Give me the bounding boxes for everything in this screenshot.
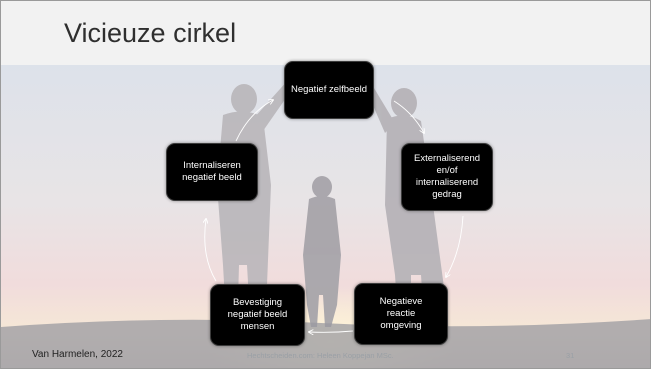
node-negatieve-reactie: Negatieve reactie omgeving: [354, 283, 448, 345]
silhouette-child: [303, 176, 341, 327]
node-externaliserend-gedrag: Externaliserend en/of internaliserend ge…: [401, 143, 493, 211]
node-internaliseren-negatief-beeld: Internaliseren negatief beeld: [166, 143, 258, 201]
node-bevestiging-negatief-beeld: Bevestiging negatief beeld mensen: [210, 284, 305, 346]
footer-credit: Hechtscheiden.com: Heleen Koppejan MSc.: [247, 351, 394, 360]
title-bar: Vicieuze cirkel: [1, 1, 650, 63]
slide-title: Vicieuze cirkel: [64, 18, 237, 48]
page-number: 31: [566, 351, 575, 360]
node-negatief-zelfbeeld: Negatief zelfbeeld: [284, 61, 374, 119]
ground: [1, 319, 650, 368]
footer-source: Van Harmelen, 2022: [32, 349, 123, 360]
